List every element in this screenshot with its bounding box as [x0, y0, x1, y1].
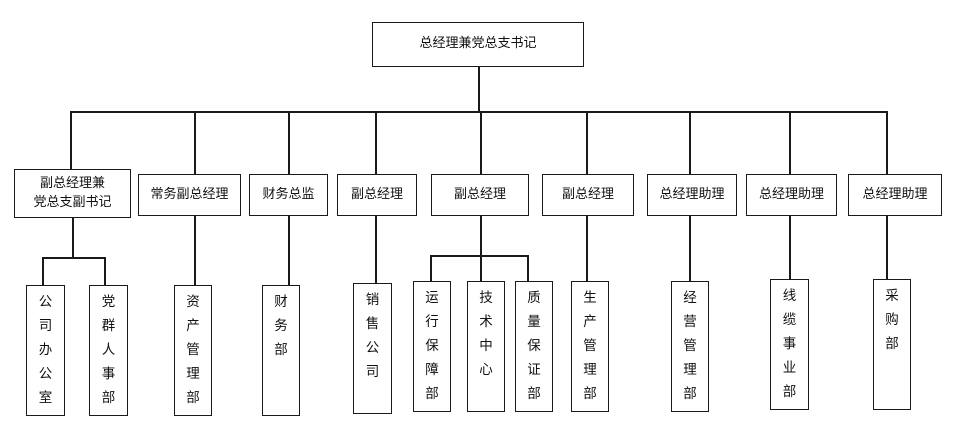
level2-node-label: 副总经理 [350, 186, 403, 202]
level2-drop [375, 111, 377, 174]
department-label: 生产管理部 [583, 290, 597, 402]
dept-drop [104, 257, 106, 286]
department-label: 公司办公室 [38, 294, 53, 406]
department-node: 经营管理部 [671, 281, 709, 412]
root-node: 总经理兼党总支书记 [372, 22, 584, 67]
department-node: 采购部 [873, 279, 911, 410]
level2-node-label: 副总经理兼 [39, 175, 105, 191]
department-node: 党群人事部 [89, 285, 128, 416]
level2-node-label: 副总经理 [453, 186, 506, 202]
dept-drop [430, 255, 432, 282]
department-label: 采购部 [885, 288, 899, 352]
department-node: 运行保障部 [413, 281, 451, 412]
level2-node: 总经理助理 [647, 174, 737, 216]
level2-node: 副总经理兼 党总支副书记 [14, 169, 131, 218]
level2-node: 财务总监 [249, 174, 328, 216]
department-label: 党群人事部 [101, 294, 116, 406]
department-node: 资产管理部 [174, 285, 212, 416]
dept-connector [586, 216, 588, 282]
department-label: 经营管理部 [683, 290, 697, 402]
level2-drop [194, 111, 196, 174]
dept-drop [42, 257, 44, 286]
dept-connector [375, 216, 377, 284]
level2-node: 副总经理 [542, 174, 634, 216]
department-node: 线缆事业部 [770, 279, 809, 410]
level2-drop [586, 111, 588, 174]
level2-node-label: 财务总监 [262, 186, 315, 202]
department-node: 技术中心 [467, 281, 505, 412]
dept-connector [72, 218, 74, 257]
level2-drop [689, 111, 691, 174]
level2-node-label: 副总经理 [561, 186, 614, 202]
department-label: 线缆事业部 [782, 288, 797, 400]
dept-connector [194, 216, 196, 286]
department-label: 运行保障部 [425, 290, 439, 402]
level2-node: 常务副总经理 [138, 174, 241, 216]
dept-connector [886, 216, 888, 280]
department-label: 销售公司 [365, 292, 380, 380]
level2-node-label: 总经理助理 [758, 186, 824, 202]
department-node: 公司办公室 [26, 285, 65, 416]
dept-bus [430, 255, 528, 257]
level2-drop [789, 111, 791, 174]
department-label: 资产管理部 [186, 294, 200, 406]
level2-bus [70, 111, 887, 113]
level2-node: 副总经理 [431, 174, 529, 216]
dept-drop [480, 255, 482, 282]
department-node: 生产管理部 [571, 281, 609, 412]
dept-connector [789, 216, 791, 280]
level2-drop [288, 111, 290, 174]
department-label: 质量保证部 [527, 290, 541, 402]
level2-node: 副总经理 [337, 174, 417, 216]
department-node: 财务部 [262, 285, 300, 416]
dept-bus [42, 257, 105, 259]
department-label: 财务部 [274, 294, 288, 358]
root-connector [478, 67, 480, 112]
level2-node-label: 党总支副书记 [33, 194, 112, 210]
root-node-label: 总经理兼党总支书记 [419, 36, 537, 52]
department-node: 质量保证部 [515, 281, 553, 412]
dept-connector [288, 216, 290, 286]
level2-node-label: 总经理助理 [659, 186, 725, 202]
department-node: 销售公司 [353, 283, 392, 414]
level2-node: 总经理助理 [746, 174, 837, 216]
level2-node-label: 总经理助理 [862, 186, 928, 202]
dept-drop [527, 255, 529, 282]
level2-node-label: 常务副总经理 [150, 186, 229, 202]
level2-drop [480, 111, 482, 174]
dept-connector [689, 216, 691, 282]
dept-connector [480, 216, 482, 255]
level2-drop [70, 111, 72, 170]
level2-drop [886, 111, 888, 174]
department-label: 技术中心 [479, 290, 493, 378]
level2-node: 总经理助理 [848, 174, 942, 216]
